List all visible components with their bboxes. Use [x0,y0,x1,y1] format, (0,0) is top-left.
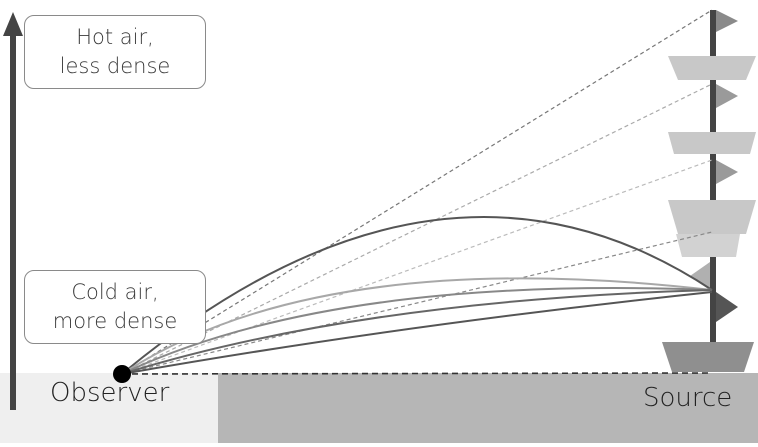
hull-image-3 [668,200,756,234]
hull-image-4 [676,234,740,257]
observer-label: Observer [50,378,170,408]
sight-line-ground [121,372,713,375]
hull-source [662,342,754,372]
hot-air-line1: Hot air, [76,25,154,49]
flag-source [716,292,738,322]
source-label: Source [643,383,733,413]
sight-line-4 [121,231,713,375]
hot-air-label-box: Hot air, less dense [24,15,206,89]
cold-air-line2: more dense [52,309,178,333]
density-arrow-head [3,12,23,36]
ray-curve-5 [121,291,713,375]
cold-air-line1: Cold air, [71,280,159,304]
ground-observer-side [0,373,218,443]
ray-curve-1 [121,216,713,375]
sight-line-1 [121,9,713,375]
ground-source-side [218,373,758,443]
observer-dot [113,365,131,383]
cold-air-label-box: Cold air, more dense [24,270,206,344]
hull-image-2 [668,132,756,154]
flag-image-3 [716,160,738,184]
ray-curve-3 [121,287,713,375]
hull-image-1 [668,56,756,80]
flag-image-4 [690,262,710,288]
sight-line-2 [121,83,713,375]
ray-curve-4 [121,289,713,375]
hot-air-line2: less dense [59,54,171,78]
flag-image-2 [716,84,738,108]
flag-image-1 [716,10,738,32]
